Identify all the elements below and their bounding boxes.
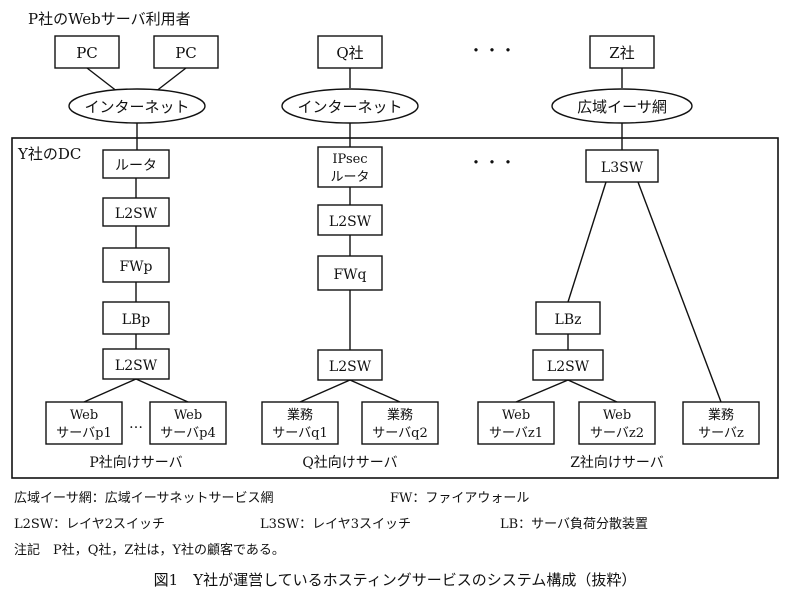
p-router-node: ルータ <box>102 149 170 179</box>
p-l2sw1-label: L2SW <box>115 206 158 222</box>
q-fw-label: FWq <box>333 267 366 283</box>
legend-l2sw: L2SW：レイヤ2スイッチ <box>14 517 165 532</box>
server-z1-label-2: サーバz1 <box>489 426 543 441</box>
p-l2sw2-node: L2SW <box>102 348 170 380</box>
q-fw-node: FWq <box>317 255 383 291</box>
p-lb-label: LBp <box>122 312 151 328</box>
legend-note: 注記 P社，Q社，Z社は，Y社の顧客である。 <box>14 542 285 558</box>
z-link-z2 <box>567 379 618 403</box>
q-company-node: Q社 <box>317 35 383 69</box>
q-link-q1 <box>299 379 351 403</box>
server-q2-label-1: 業務 <box>387 407 413 423</box>
group-label-p: P社向けサーバ <box>89 455 182 471</box>
q-ipsec-router-node: IPsec ルータ <box>317 146 383 188</box>
server-q2-label-2: サーバq2 <box>372 426 427 441</box>
group-label-z: Z社向けサーバ <box>570 455 664 471</box>
q-l2sw2-node: L2SW <box>317 349 383 381</box>
server-p4-label-2: サーバp4 <box>160 426 215 441</box>
z-l2sw-node: L2SW <box>532 349 604 381</box>
link-pc-left-internet <box>86 67 119 93</box>
q-router-label-1: IPsec <box>332 152 367 167</box>
group-label-q: Q社向けサーバ <box>302 455 397 471</box>
server-p4-label-1: Web <box>174 408 202 423</box>
dc-title: Y社のDC <box>17 145 81 163</box>
q-link-q2 <box>349 379 401 403</box>
server-z2-label-2: サーバz2 <box>590 426 644 441</box>
figure-caption: 図1 Y社が運営しているホスティングサービスのシステム構成（抜粋） <box>154 571 637 589</box>
pc-left-label: PC <box>76 44 98 62</box>
server-z-label-1: 業務 <box>708 407 734 423</box>
server-p4-node: Web サーバp4 <box>149 401 227 445</box>
internet-q-cloud: インターネット <box>281 88 419 124</box>
p-fw-node: FWp <box>102 247 170 283</box>
wan-z-label: 広域イーサ網 <box>577 98 667 116</box>
p-router-label: ルータ <box>115 158 157 174</box>
legend-l3sw: L3SW：レイヤ3スイッチ <box>260 517 411 532</box>
server-q1-label-2: サーバq1 <box>272 426 327 441</box>
z-link-server <box>637 181 722 403</box>
wan-z-cloud: 広域イーサ網 <box>551 88 693 124</box>
pc-right-node: PC <box>153 35 219 69</box>
server-q1-node: 業務 サーバq1 <box>261 401 339 445</box>
server-p-ellipsis: … <box>129 416 143 432</box>
z-link-z1 <box>515 379 569 403</box>
dc-boundary <box>11 137 779 479</box>
server-z-label-2: サーバz <box>698 426 744 441</box>
top-label: P社のWebサーバ利用者 <box>28 10 191 28</box>
legend-wan: 広域イーサ網：広域イーサネットサービス網 <box>14 491 273 506</box>
z-company-label: Z社 <box>609 44 634 62</box>
server-z-node: 業務 サーバz <box>682 401 760 445</box>
internet-p-label: インターネット <box>84 98 189 116</box>
link-pc-right-internet <box>154 67 187 93</box>
server-q2-node: 業務 サーバq2 <box>361 401 439 445</box>
server-q1-label-1: 業務 <box>287 407 313 423</box>
q-router-label-2: ルータ <box>330 170 369 185</box>
pc-right-label: PC <box>175 44 197 62</box>
p-l2sw1-node: L2SW <box>102 197 170 227</box>
z-lb-label: LBz <box>555 312 582 328</box>
q-l2sw1-node: L2SW <box>317 204 383 236</box>
z-l3sw-node: L3SW <box>585 149 659 183</box>
p-link-p1 <box>83 378 137 403</box>
p-link-p4 <box>135 378 189 403</box>
dc-ellipsis: ・・・ <box>468 153 516 172</box>
q-company-label: Q社 <box>336 44 363 62</box>
q-l2sw2-label: L2SW <box>329 359 372 375</box>
clients-ellipsis: ・・・ <box>468 41 516 60</box>
z-lb-node: LBz <box>535 301 601 335</box>
legend-fw: FW：ファイアウォール <box>390 491 529 506</box>
p-fw-label: FWp <box>119 259 152 275</box>
z-company-node: Z社 <box>589 35 655 69</box>
server-p1-label-1: Web <box>70 408 98 423</box>
internet-p-cloud: インターネット <box>68 88 206 124</box>
z-l2sw-label: L2SW <box>547 359 590 375</box>
pc-left-node: PC <box>54 35 120 69</box>
p-lb-node: LBp <box>102 301 170 335</box>
server-z2-label-1: Web <box>603 408 631 423</box>
q-l2sw1-label: L2SW <box>329 214 372 230</box>
server-p1-label-2: サーバp1 <box>56 426 111 441</box>
z-link-lb <box>567 181 607 303</box>
server-z1-node: Web サーバz1 <box>477 401 555 445</box>
p-l2sw2-label: L2SW <box>115 358 158 374</box>
legend-lb: LB：サーバ負荷分散装置 <box>500 517 648 532</box>
internet-q-label: インターネット <box>297 98 402 116</box>
server-p1-node: Web サーバp1 <box>45 401 123 445</box>
server-z2-node: Web サーバz2 <box>578 401 656 445</box>
z-l3sw-label: L3SW <box>601 160 644 176</box>
server-z1-label-1: Web <box>502 408 530 423</box>
